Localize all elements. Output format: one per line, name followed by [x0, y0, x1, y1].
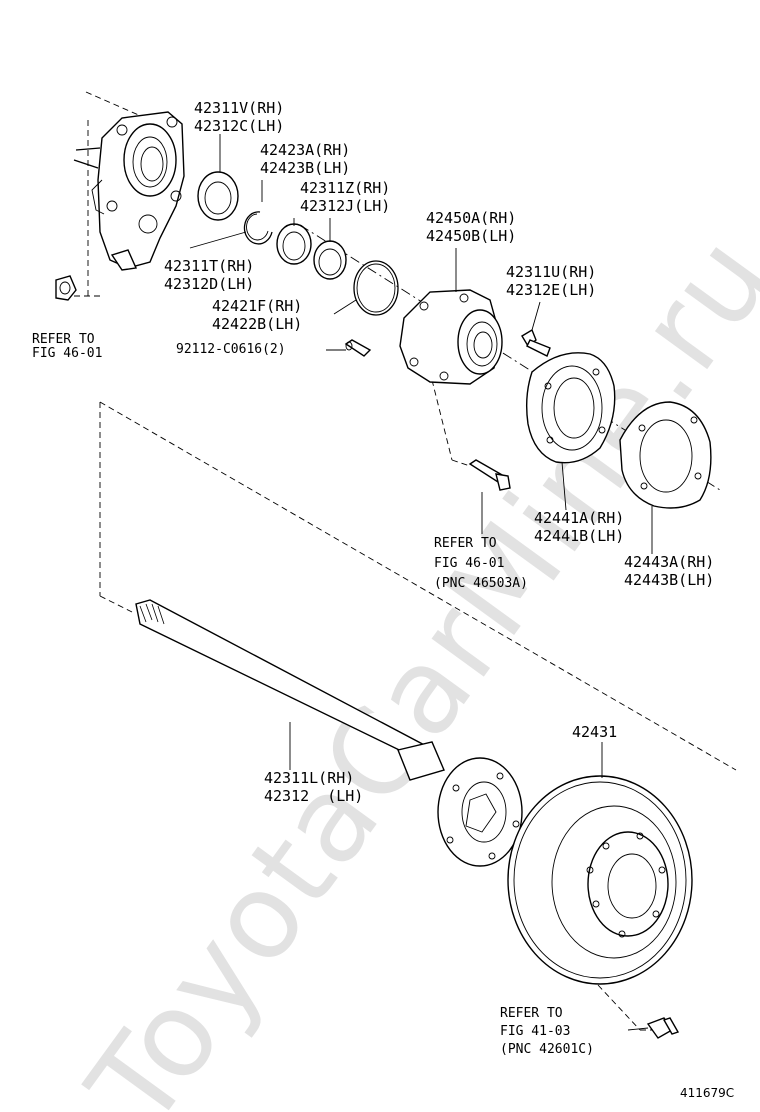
- label-42311L: 42311L(RH): [264, 769, 355, 787]
- label-92112: 92112-C0616(2): [176, 342, 286, 357]
- bolt-42311U: [521, 328, 551, 357]
- o-ring-42421F: [353, 260, 399, 316]
- bolt-46503A: [468, 459, 511, 491]
- bearing-42311Z: [276, 223, 312, 265]
- nut: [55, 275, 77, 301]
- label-fig-46-01-2: FIG 46-01: [434, 556, 505, 571]
- label-refer-to-3: REFER TO: [500, 1006, 563, 1021]
- hub-bearing-42450A: [399, 289, 503, 385]
- label-42450B: 42450B(LH): [426, 227, 517, 245]
- label-42311V: 42311V(RH): [194, 99, 285, 117]
- label-42311Z: 42311Z(RH): [300, 179, 391, 197]
- label-42311T: 42311T(RH): [164, 257, 255, 275]
- label-fig-46-01: FIG 46-01: [32, 346, 103, 361]
- label-42441A: 42441A(RH): [534, 509, 625, 527]
- leader-lines: [189, 134, 653, 1031]
- label-pnc-42601c: (PNC 42601C): [500, 1042, 594, 1057]
- wheel-stud-42601C: [646, 1017, 680, 1039]
- label-42422B: 42422B(LH): [212, 315, 303, 333]
- snap-ring-42423A: [243, 211, 273, 245]
- ring-42311T: [313, 240, 347, 280]
- label-42312J: 42312J(LH): [300, 197, 391, 215]
- label-pnc-46503a: (PNC 46503A): [434, 576, 528, 591]
- label-42423A: 42423A(RH): [260, 141, 351, 159]
- bolt-92112: [344, 339, 372, 357]
- label-42450A: 42450A(RH): [426, 209, 517, 227]
- gasket-42443A: [619, 401, 712, 509]
- label-42312C: 42312C(LH): [194, 117, 285, 135]
- label-42311U: 42311U(RH): [506, 263, 597, 281]
- label-refer-to-2: REFER TO: [434, 536, 497, 551]
- label-42421F: 42421F(RH): [212, 297, 303, 315]
- label-fig-41-03: FIG 41-03: [500, 1024, 571, 1039]
- axle-shaft-42311L: [135, 599, 523, 867]
- label-42443B: 42443B(LH): [624, 571, 715, 589]
- label-42312: 42312 (LH): [264, 787, 364, 805]
- label-42423B: 42423B(LH): [260, 159, 351, 177]
- label-42312D: 42312D(LH): [164, 275, 255, 293]
- label-refer-to: REFER TO: [32, 332, 95, 347]
- label-42431: 42431: [572, 723, 618, 741]
- backing-plate-42441A: [525, 352, 616, 464]
- label-42443A: 42443A(RH): [624, 553, 715, 571]
- assembly-lines: [74, 91, 737, 1031]
- axle-carrier: [73, 111, 185, 271]
- figure-id: 411679C: [680, 1086, 735, 1100]
- label-42441B: 42441B(LH): [534, 527, 625, 545]
- label-42312E: 42312E(LH): [506, 281, 597, 299]
- oil-seal-42311V: [197, 171, 239, 221]
- brake-drum-42431: [507, 775, 693, 985]
